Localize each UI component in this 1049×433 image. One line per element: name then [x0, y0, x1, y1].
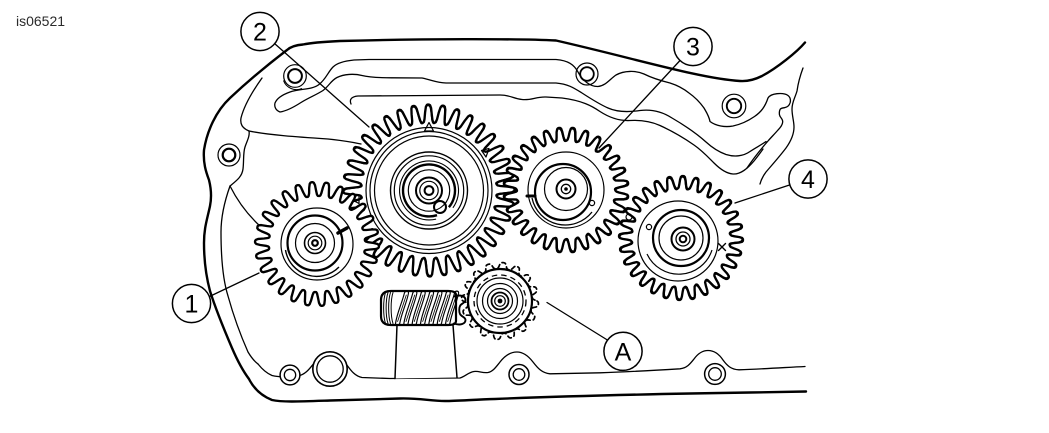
- svg-text:2: 2: [253, 19, 267, 47]
- svg-text:1: 1: [185, 291, 199, 319]
- svg-text:3: 3: [686, 34, 700, 62]
- svg-text:4: 4: [801, 166, 815, 194]
- svg-text:A: A: [615, 338, 632, 366]
